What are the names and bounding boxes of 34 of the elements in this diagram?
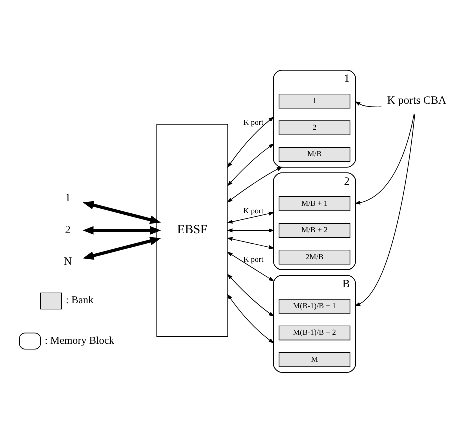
node-text: K ports CBA — [387, 94, 447, 107]
arrow — [227, 143, 275, 186]
legend-label: : Bank — [66, 295, 94, 306]
node-box: M(B-1)/B + 1 — [278, 298, 351, 314]
arrow — [227, 228, 275, 232]
arrow — [82, 226, 162, 234]
arrow — [354, 113, 415, 204]
node-text: 1 — [65, 192, 71, 204]
arrow — [83, 236, 162, 260]
node-box: 2M/B — [278, 249, 351, 264]
arrow — [354, 101, 382, 108]
node-box: 2 — [278, 120, 351, 135]
edge-label: K port — [244, 118, 264, 127]
arrow — [227, 236, 275, 249]
arrow — [227, 211, 275, 224]
arrow — [354, 113, 416, 306]
node-box: 1 — [278, 93, 351, 108]
arrow — [228, 116, 274, 168]
node-text: N — [64, 255, 72, 268]
node-text: 2 — [65, 224, 71, 236]
edge-label: K port — [244, 206, 264, 216]
node-box: M(B-1)/B + 2 — [278, 325, 351, 340]
node-box: EBSF — [156, 124, 228, 337]
arrow — [227, 252, 275, 282]
node-box: M/B + 2 — [278, 222, 351, 238]
arrow — [227, 274, 275, 316]
node-box: M/B — [278, 146, 351, 162]
node-box: M/B + 1 — [278, 196, 351, 211]
edge-label: K port — [244, 254, 264, 264]
arrow — [227, 166, 283, 202]
legend-label: : Memory Block — [44, 335, 114, 346]
arrow — [227, 294, 275, 344]
node-box: M — [278, 352, 351, 367]
arrow — [83, 200, 162, 224]
